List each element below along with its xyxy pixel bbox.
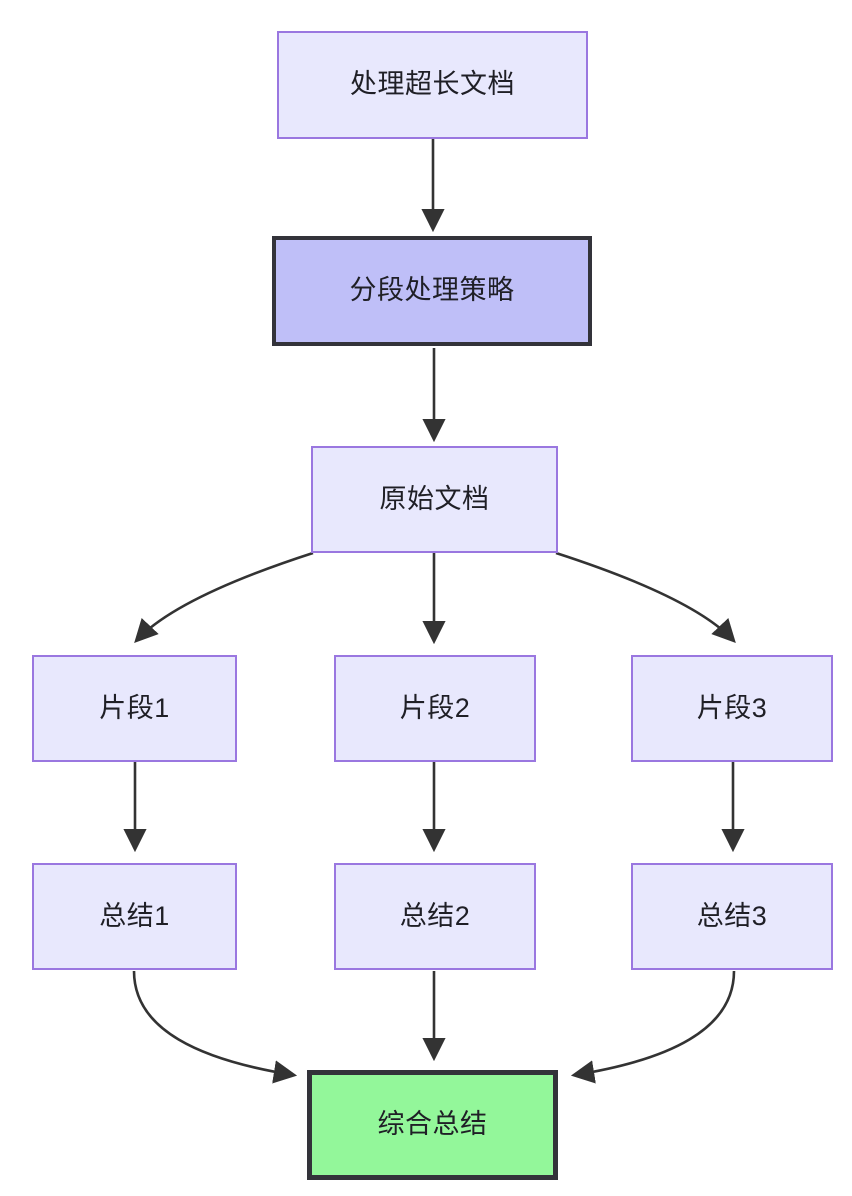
node-label: 原始文档 <box>379 483 490 514</box>
node-label: 总结3 <box>696 900 768 931</box>
node-fragment-3[interactable]: 片段3 <box>631 655 833 762</box>
node-fragment-1[interactable]: 片段1 <box>32 655 237 762</box>
node-combined-summary[interactable]: 综合总结 <box>307 1070 558 1180</box>
node-chunking-strategy[interactable]: 分段处理策略 <box>272 236 592 346</box>
node-summary-2[interactable]: 总结2 <box>334 863 536 970</box>
node-original-document[interactable]: 原始文档 <box>311 446 558 553</box>
node-label: 片段1 <box>99 692 170 723</box>
edge-n7-to-n10 <box>132 970 298 1084</box>
edge-n3-to-n6 <box>555 551 736 644</box>
node-label: 片段2 <box>399 692 471 723</box>
node-label: 综合总结 <box>377 1109 488 1140</box>
edge-n3-to-n4 <box>134 551 314 644</box>
node-fragment-2[interactable]: 片段2 <box>334 655 536 762</box>
node-label: 分段处理策略 <box>349 275 515 306</box>
node-label: 处理超长文档 <box>350 69 515 100</box>
node-label: 片段3 <box>696 692 768 723</box>
node-process-long-document[interactable]: 处理超长文档 <box>277 31 588 139</box>
node-label: 总结1 <box>99 900 170 931</box>
edge-n9-to-n10 <box>570 970 736 1084</box>
node-label: 总结2 <box>399 900 471 931</box>
node-summary-3[interactable]: 总结3 <box>631 863 833 970</box>
node-summary-1[interactable]: 总结1 <box>32 863 237 970</box>
